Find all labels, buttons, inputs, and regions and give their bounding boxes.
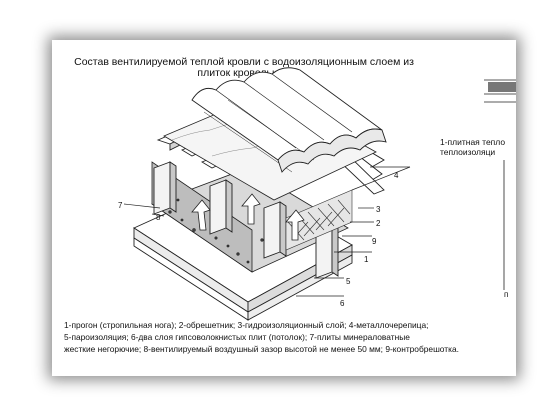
label-4: 4	[394, 171, 399, 180]
figure-frame: Состав вентилируемой теплой кровли с вод…	[52, 40, 516, 376]
side-caption-line-1: 1-плитная тепло	[440, 137, 506, 147]
metal-roof-tiles	[191, 67, 387, 173]
side-drawing-fragment	[484, 79, 516, 290]
label-9: 9	[372, 237, 377, 246]
figure-title-line-1: Состав вентилируемой теплой кровли с вод…	[74, 56, 414, 68]
figure-title: Состав вентилируемой теплой кровли с вод…	[64, 57, 424, 79]
label-8: 8	[156, 213, 161, 222]
side-caption: 1-плитная тепло теплоизоляци	[440, 137, 505, 157]
caption-line-1: 1-прогон (стропильная нога); 2-обрешетни…	[64, 320, 429, 330]
label-1: 1	[364, 255, 369, 264]
caption-line-2: 5-пароизоляция; 6-два слоя гипсоволокнис…	[64, 332, 410, 342]
label-6: 6	[340, 299, 345, 308]
label-3: 3	[376, 205, 381, 214]
rafters	[153, 161, 339, 279]
label-2: 2	[376, 219, 381, 228]
label-7: 7	[118, 201, 123, 210]
legend-caption: 1-прогон (стропильная нога); 2-обрешетни…	[64, 319, 512, 355]
side-caption-line-2: теплоизоляци	[440, 147, 496, 157]
figure-title-line-2: плиток кровельных	[197, 67, 291, 79]
leader-lines	[123, 166, 411, 297]
caption-line-3: жесткие негорючие; 8-вентилируемый возду…	[64, 344, 459, 354]
roof-section-drawing: 4 3 2 9 1 5 6 7 8	[118, 67, 516, 321]
air-flow-arrows	[191, 193, 305, 241]
label-5: 5	[346, 277, 351, 286]
side-fragment-letter: п	[504, 290, 509, 299]
